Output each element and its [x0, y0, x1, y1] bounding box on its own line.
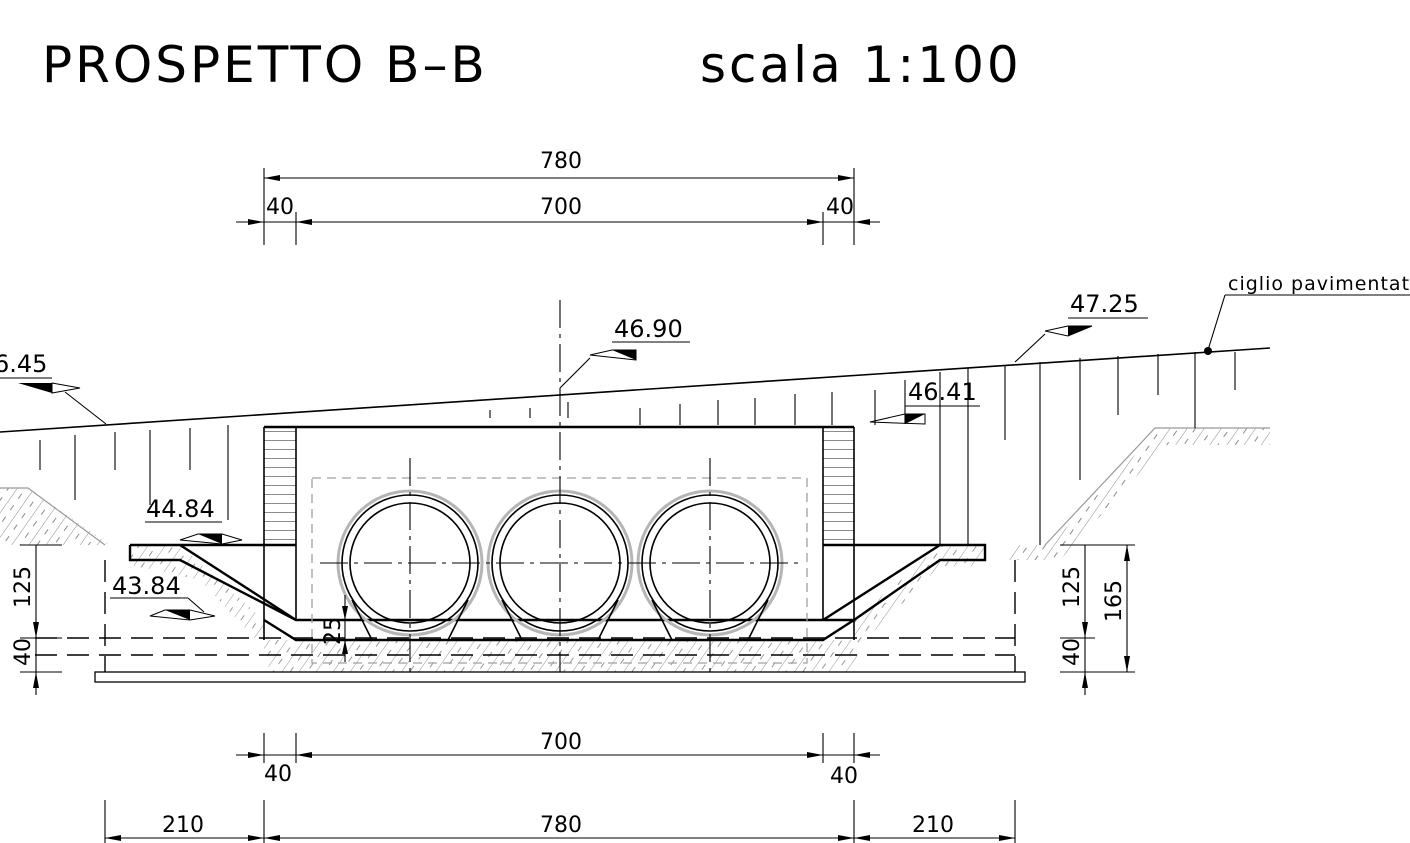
dim-pipe-bed: 25 — [321, 617, 346, 645]
dim-top-left-wall: 40 — [266, 195, 294, 220]
dim-left-height: 125 — [11, 566, 36, 608]
elev-axis-top: 46.90 — [614, 315, 683, 343]
elev-top-fill: 46.41 — [908, 378, 977, 406]
dim-right-total: 165 — [1102, 580, 1127, 622]
pipes — [320, 458, 800, 672]
dim-right-base: 40 — [1060, 638, 1085, 666]
dim-top-right-wall: 40 — [826, 195, 854, 220]
dim-bottom-total: 780 — [540, 813, 582, 838]
drawing-scale: scala 1:100 — [700, 36, 1022, 94]
dim-bottom-left-wing: 210 — [162, 813, 204, 838]
elev-left-road: 6.45 — [0, 350, 47, 378]
note-leader: ciglio pavimentat — [1204, 273, 1410, 355]
note-ciglio: ciglio pavimentat — [1228, 273, 1410, 295]
drawing-title: PROSPETTO B–B — [42, 36, 488, 94]
dim-top-total: 780 — [540, 149, 582, 174]
dim-bottom-right-wing: 210 — [912, 813, 954, 838]
dim-bottom-inner: 700 — [540, 730, 582, 755]
elev-left-bottom: 43.84 — [112, 572, 181, 600]
elevation-markers: 6.45 46.90 47.25 46.41 44.84 43.84 — [0, 290, 1148, 621]
elev-right-road: 47.25 — [1070, 290, 1139, 318]
inner-dimension: 25 — [321, 595, 348, 662]
dim-right-height: 125 — [1060, 566, 1085, 608]
left-dimensions: 125 40 — [11, 544, 62, 695]
dim-left-base: 40 — [11, 638, 36, 666]
bottom-dimensions: 700 40 40 210 780 210 — [104, 730, 1016, 843]
dim-bottom-left-wall: 40 — [264, 762, 292, 787]
dim-bottom-right-wall: 40 — [830, 764, 858, 789]
ground-profile — [0, 347, 1271, 560]
top-dimensions: 780 700 40 40 — [236, 149, 880, 245]
right-dimensions: 125 40 165 — [1060, 544, 1135, 695]
elev-left-platform: 44.84 — [146, 495, 215, 523]
box-culvert — [128, 425, 987, 642]
dim-top-inner: 700 — [540, 195, 582, 220]
